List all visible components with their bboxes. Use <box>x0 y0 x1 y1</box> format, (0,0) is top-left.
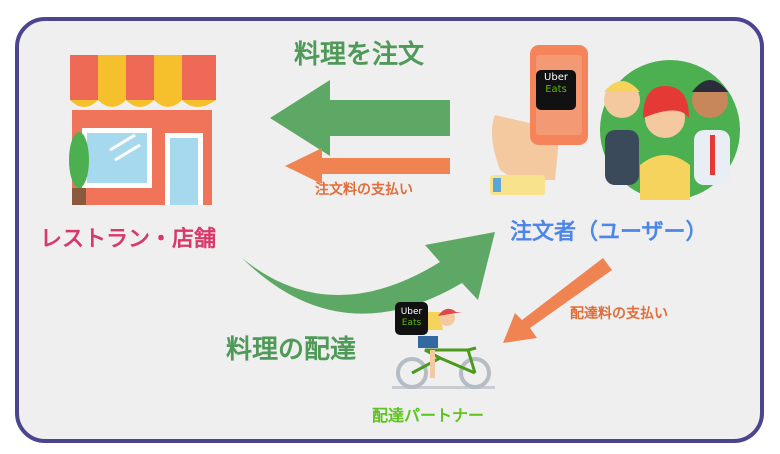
partner-label: 配達パートナー <box>372 406 485 425</box>
logo-eats-text: Eats <box>401 318 422 328</box>
delivery-arrow <box>242 232 495 314</box>
users-icon <box>600 60 740 200</box>
order-arrow <box>270 80 450 156</box>
uber-eats-logo-phone: Uber Eats <box>536 72 576 96</box>
restaurant-label: レストラン・店舗 <box>40 227 217 252</box>
uber-eats-logo-bag: Uber Eats <box>395 302 428 335</box>
restaurant-icon <box>69 55 216 205</box>
delivery-label: 料理の配達 <box>226 335 357 365</box>
phone-icon <box>490 45 588 195</box>
delivery-payment-label: 配達料の支払い <box>570 306 668 322</box>
delivery-payment-arrow <box>503 258 612 343</box>
logo-eats-text: Eats <box>545 84 567 95</box>
order-food-label: 料理を注文 <box>294 40 425 70</box>
logo-uber-text: Uber <box>544 72 568 83</box>
order-payment-arrow <box>285 148 450 184</box>
orderer-label: 注文者（ユーザー） <box>510 220 708 245</box>
order-payment-label: 注文料の支払い <box>315 182 413 198</box>
logo-uber-text: Uber <box>400 307 423 317</box>
cyclist-icon <box>392 308 495 389</box>
